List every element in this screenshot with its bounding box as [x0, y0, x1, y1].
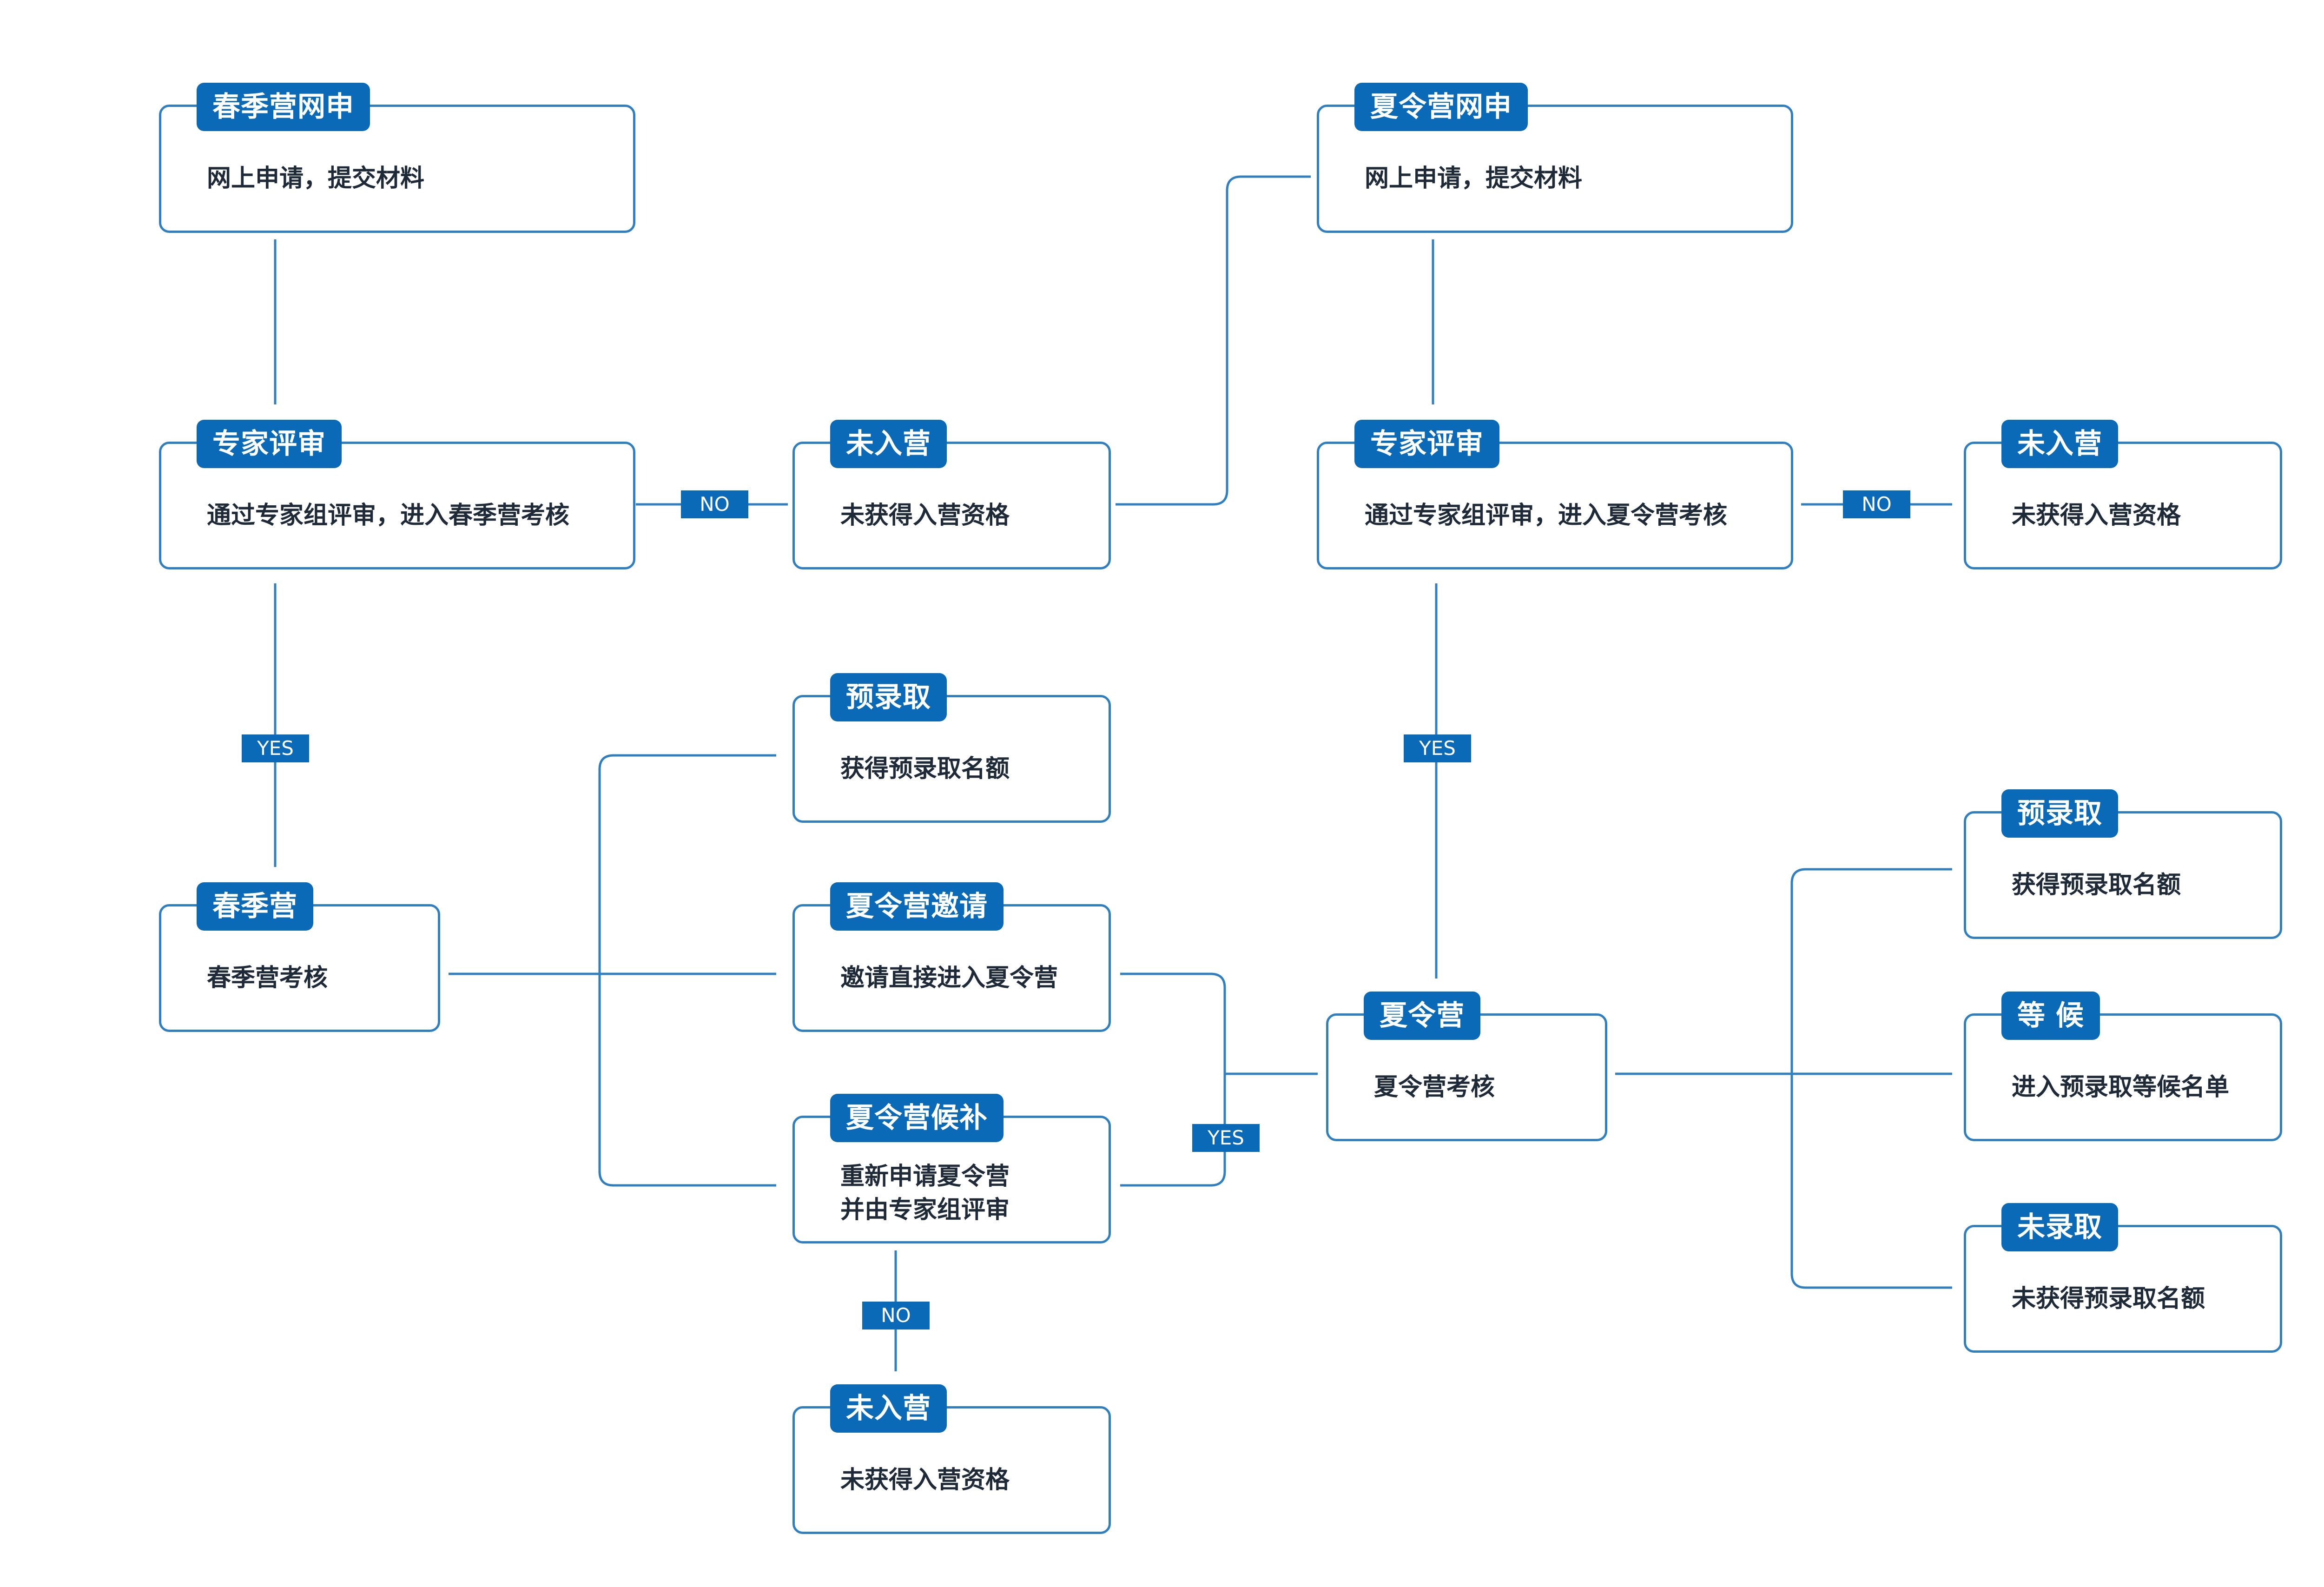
node-spring-camp: 春季营 春季营考核 — [159, 882, 440, 1032]
node-title: 预录取 — [2001, 789, 2118, 838]
node-body: 通过专家组评审，进入夏令营考核 — [1365, 501, 1728, 529]
node-spring-pre-admission: 预录取 获得预录取名额 — [792, 673, 1111, 823]
connector-summer-branch-vertical — [1790, 868, 1952, 1289]
node-title: 专家评审 — [197, 420, 342, 468]
node-body: 未获得入营资格 — [840, 501, 1010, 529]
edge-label-spring-review-yes: YES — [242, 734, 309, 762]
connector-invite-to-merge — [1120, 972, 1226, 1187]
node-body: 通过专家组评审，进入春季营考核 — [207, 501, 570, 529]
node-title: 预录取 — [830, 673, 947, 721]
node-body: 夏令营考核 — [1374, 1073, 1495, 1101]
node-summer-camp-alternate: 夏令营候补 重新申请夏令营 并由专家组评审 — [792, 1094, 1111, 1243]
node-title: 未录取 — [2001, 1203, 2118, 1251]
node-body: 未获得入营资格 — [840, 1466, 1010, 1494]
node-summer-camp-apply: 夏令营网申 网上申请，提交材料 — [1317, 83, 1793, 233]
edge-label-summer-review-no: NO — [1843, 490, 1910, 518]
node-title: 未入营 — [830, 420, 947, 468]
node-spring-camp-apply: 春季营网申 网上申请，提交材料 — [159, 83, 635, 233]
node-body: 重新申请夏令营 并由专家组评审 — [840, 1160, 1010, 1227]
connector-spring-reject-to-summer-apply — [1116, 175, 1311, 506]
node-title: 夏令营候补 — [830, 1094, 1004, 1142]
node-body: 邀请直接进入夏令营 — [840, 964, 1058, 992]
node-title: 未入营 — [830, 1384, 947, 1433]
node-body: 春季营考核 — [207, 964, 328, 992]
node-title: 未入营 — [2001, 420, 2118, 468]
node-summer-not-pre-admitted: 未录取 未获得预录取名额 — [1964, 1203, 2282, 1353]
node-title: 春季营网申 — [197, 83, 370, 131]
edge-label-summer-review-yes: YES — [1404, 734, 1471, 762]
node-body: 网上申请，提交材料 — [1365, 164, 1583, 192]
node-body: 未获得预录取名额 — [2012, 1284, 2205, 1313]
node-title: 夏令营邀请 — [830, 882, 1004, 931]
node-title: 春季营 — [197, 882, 313, 931]
node-body-line-1: 重新申请夏令营 — [840, 1162, 1010, 1190]
node-body: 获得预录取名额 — [840, 754, 1010, 783]
node-title: 夏令营网申 — [1354, 83, 1528, 131]
edge-label-spring-review-no: NO — [681, 490, 748, 518]
node-summer-expert-review: 专家评审 通过专家组评审，进入夏令营考核 — [1317, 420, 1793, 569]
node-spring-expert-review: 专家评审 通过专家组评审，进入春季营考核 — [159, 420, 635, 569]
node-title: 专家评审 — [1354, 420, 1499, 468]
node-summer-not-admitted-to-camp: 未入营 未获得入营资格 — [1964, 420, 2282, 569]
node-summer-waitlist: 等 候 进入预录取等候名单 — [1964, 992, 2282, 1141]
node-summer-camp: 夏令营 夏令营考核 — [1326, 992, 1607, 1141]
node-body: 网上申请，提交材料 — [207, 164, 425, 192]
node-title: 夏令营 — [1364, 992, 1480, 1040]
edge-label-alternate-no: NO — [862, 1302, 930, 1329]
node-body: 获得预录取名额 — [2012, 871, 2181, 899]
node-spring-not-admitted-to-camp: 未入营 未获得入营资格 — [792, 420, 1111, 569]
node-summer-camp-invitation: 夏令营邀请 邀请直接进入夏令营 — [792, 882, 1111, 1032]
node-summer-pre-admission: 预录取 获得预录取名额 — [1964, 789, 2282, 939]
node-alternate-not-admitted-to-camp: 未入营 未获得入营资格 — [792, 1384, 1111, 1534]
node-body-line-2: 并由专家组评审 — [840, 1196, 1010, 1224]
node-body: 未获得入营资格 — [2012, 501, 2181, 529]
connector-spring-branch-vertical — [598, 754, 776, 1187]
node-title: 等 候 — [2001, 992, 2100, 1040]
node-body: 进入预录取等候名单 — [2012, 1073, 2230, 1101]
edge-label-alternate-yes: YES — [1192, 1124, 1260, 1152]
